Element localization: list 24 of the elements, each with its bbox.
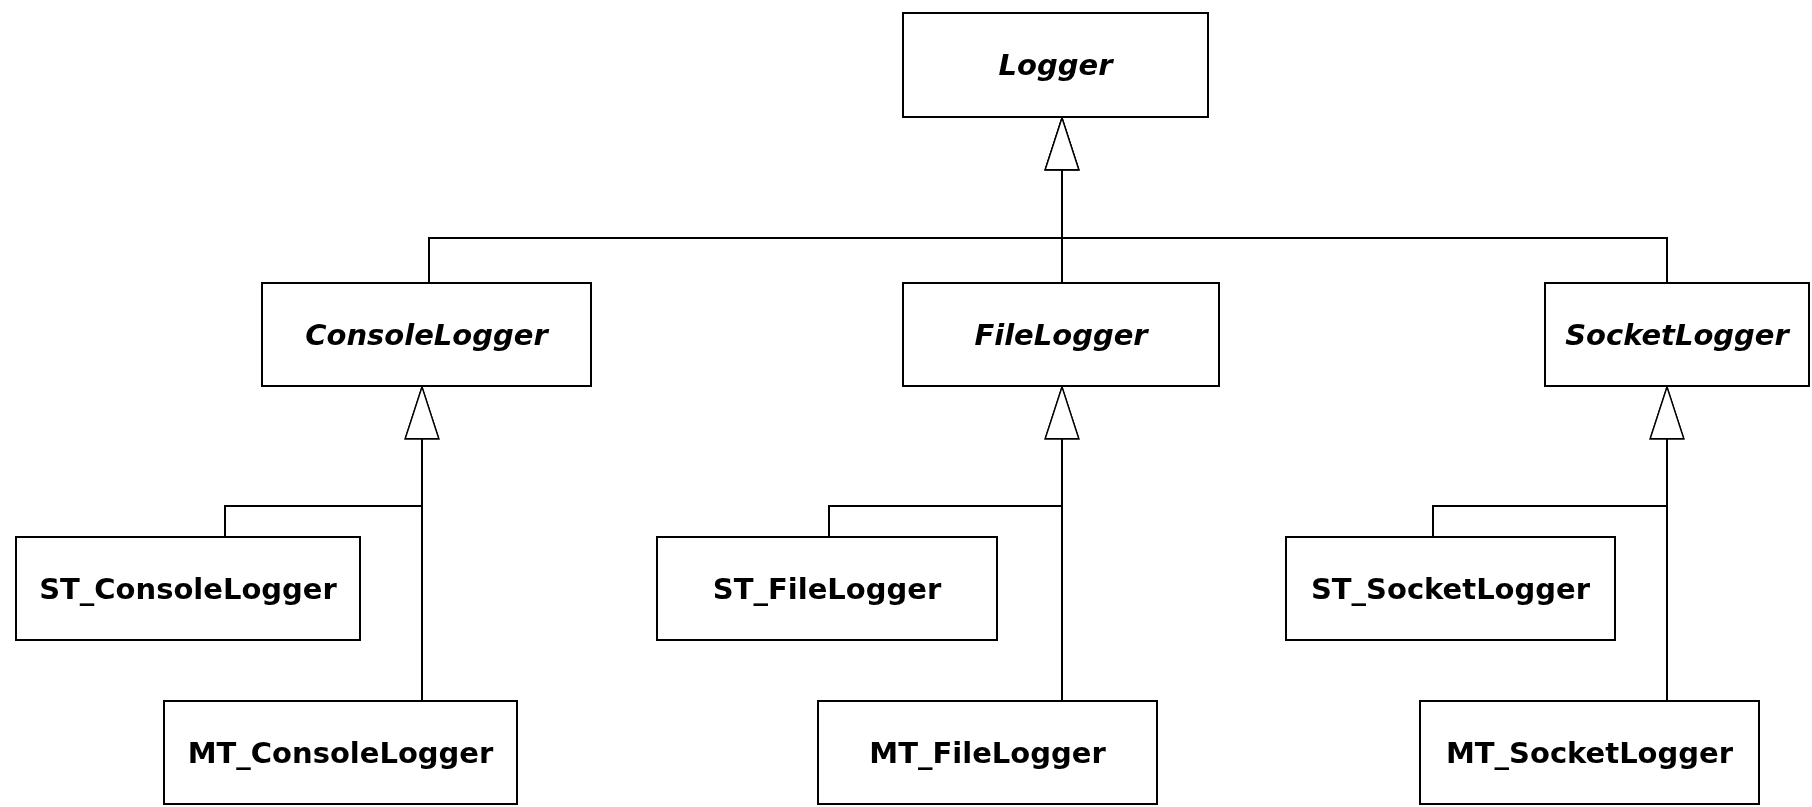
class-box [902,282,1220,387]
class-box [1285,536,1616,641]
class-box [817,700,1158,805]
class-name: FileLogger [974,317,1148,352]
class-box [656,536,998,641]
class-box [1419,700,1760,805]
class-name: ConsoleLogger [305,317,548,352]
class-name: Logger [998,48,1113,82]
class-name: ST_SocketLogger [1310,571,1591,606]
inheritance-arrow [1649,386,1685,701]
class-name: SocketLogger [1565,317,1789,352]
class-box [1544,282,1810,387]
class-name: ST_ConsoleLogger [39,571,337,606]
class-name: MT_FileLogger [869,735,1106,770]
class-box [261,282,592,387]
inheritance-arrow [1044,117,1668,283]
class-name: ST_FileLogger [712,571,942,606]
class-box [163,700,518,805]
class-name: MT_SocketLogger [1445,735,1734,770]
inheritance-arrow [1044,386,1080,701]
class-box [902,12,1209,118]
class-name: MT_ConsoleLogger [187,735,494,770]
class-box [15,536,361,641]
inheritance-arrow [404,386,440,701]
